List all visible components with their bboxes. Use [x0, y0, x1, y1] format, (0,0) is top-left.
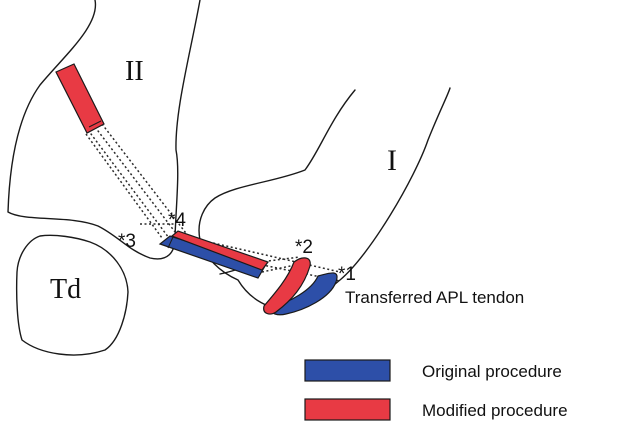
marker-4-label: *4: [168, 210, 186, 231]
dotted-tunnel-line: [86, 134, 162, 238]
legend-modified-label: Modified procedure: [422, 401, 568, 420]
marker-3-label: *3: [118, 231, 136, 252]
bone-ii-label: II: [125, 56, 144, 87]
bone-i-label: I: [387, 144, 397, 177]
legend-original-label: Original procedure: [422, 362, 562, 381]
modified-tendon-proximal: [56, 64, 104, 133]
legend-modified-swatch: [305, 399, 390, 420]
marker-2-label: *2: [295, 237, 313, 258]
marker-1-label: *1: [338, 264, 356, 285]
legend: Original procedure Modified procedure: [305, 360, 568, 420]
trapezoid-label: Td: [50, 274, 81, 305]
tendon-caption: Transferred APL tendon: [345, 288, 524, 307]
legend-original-swatch: [305, 360, 390, 381]
